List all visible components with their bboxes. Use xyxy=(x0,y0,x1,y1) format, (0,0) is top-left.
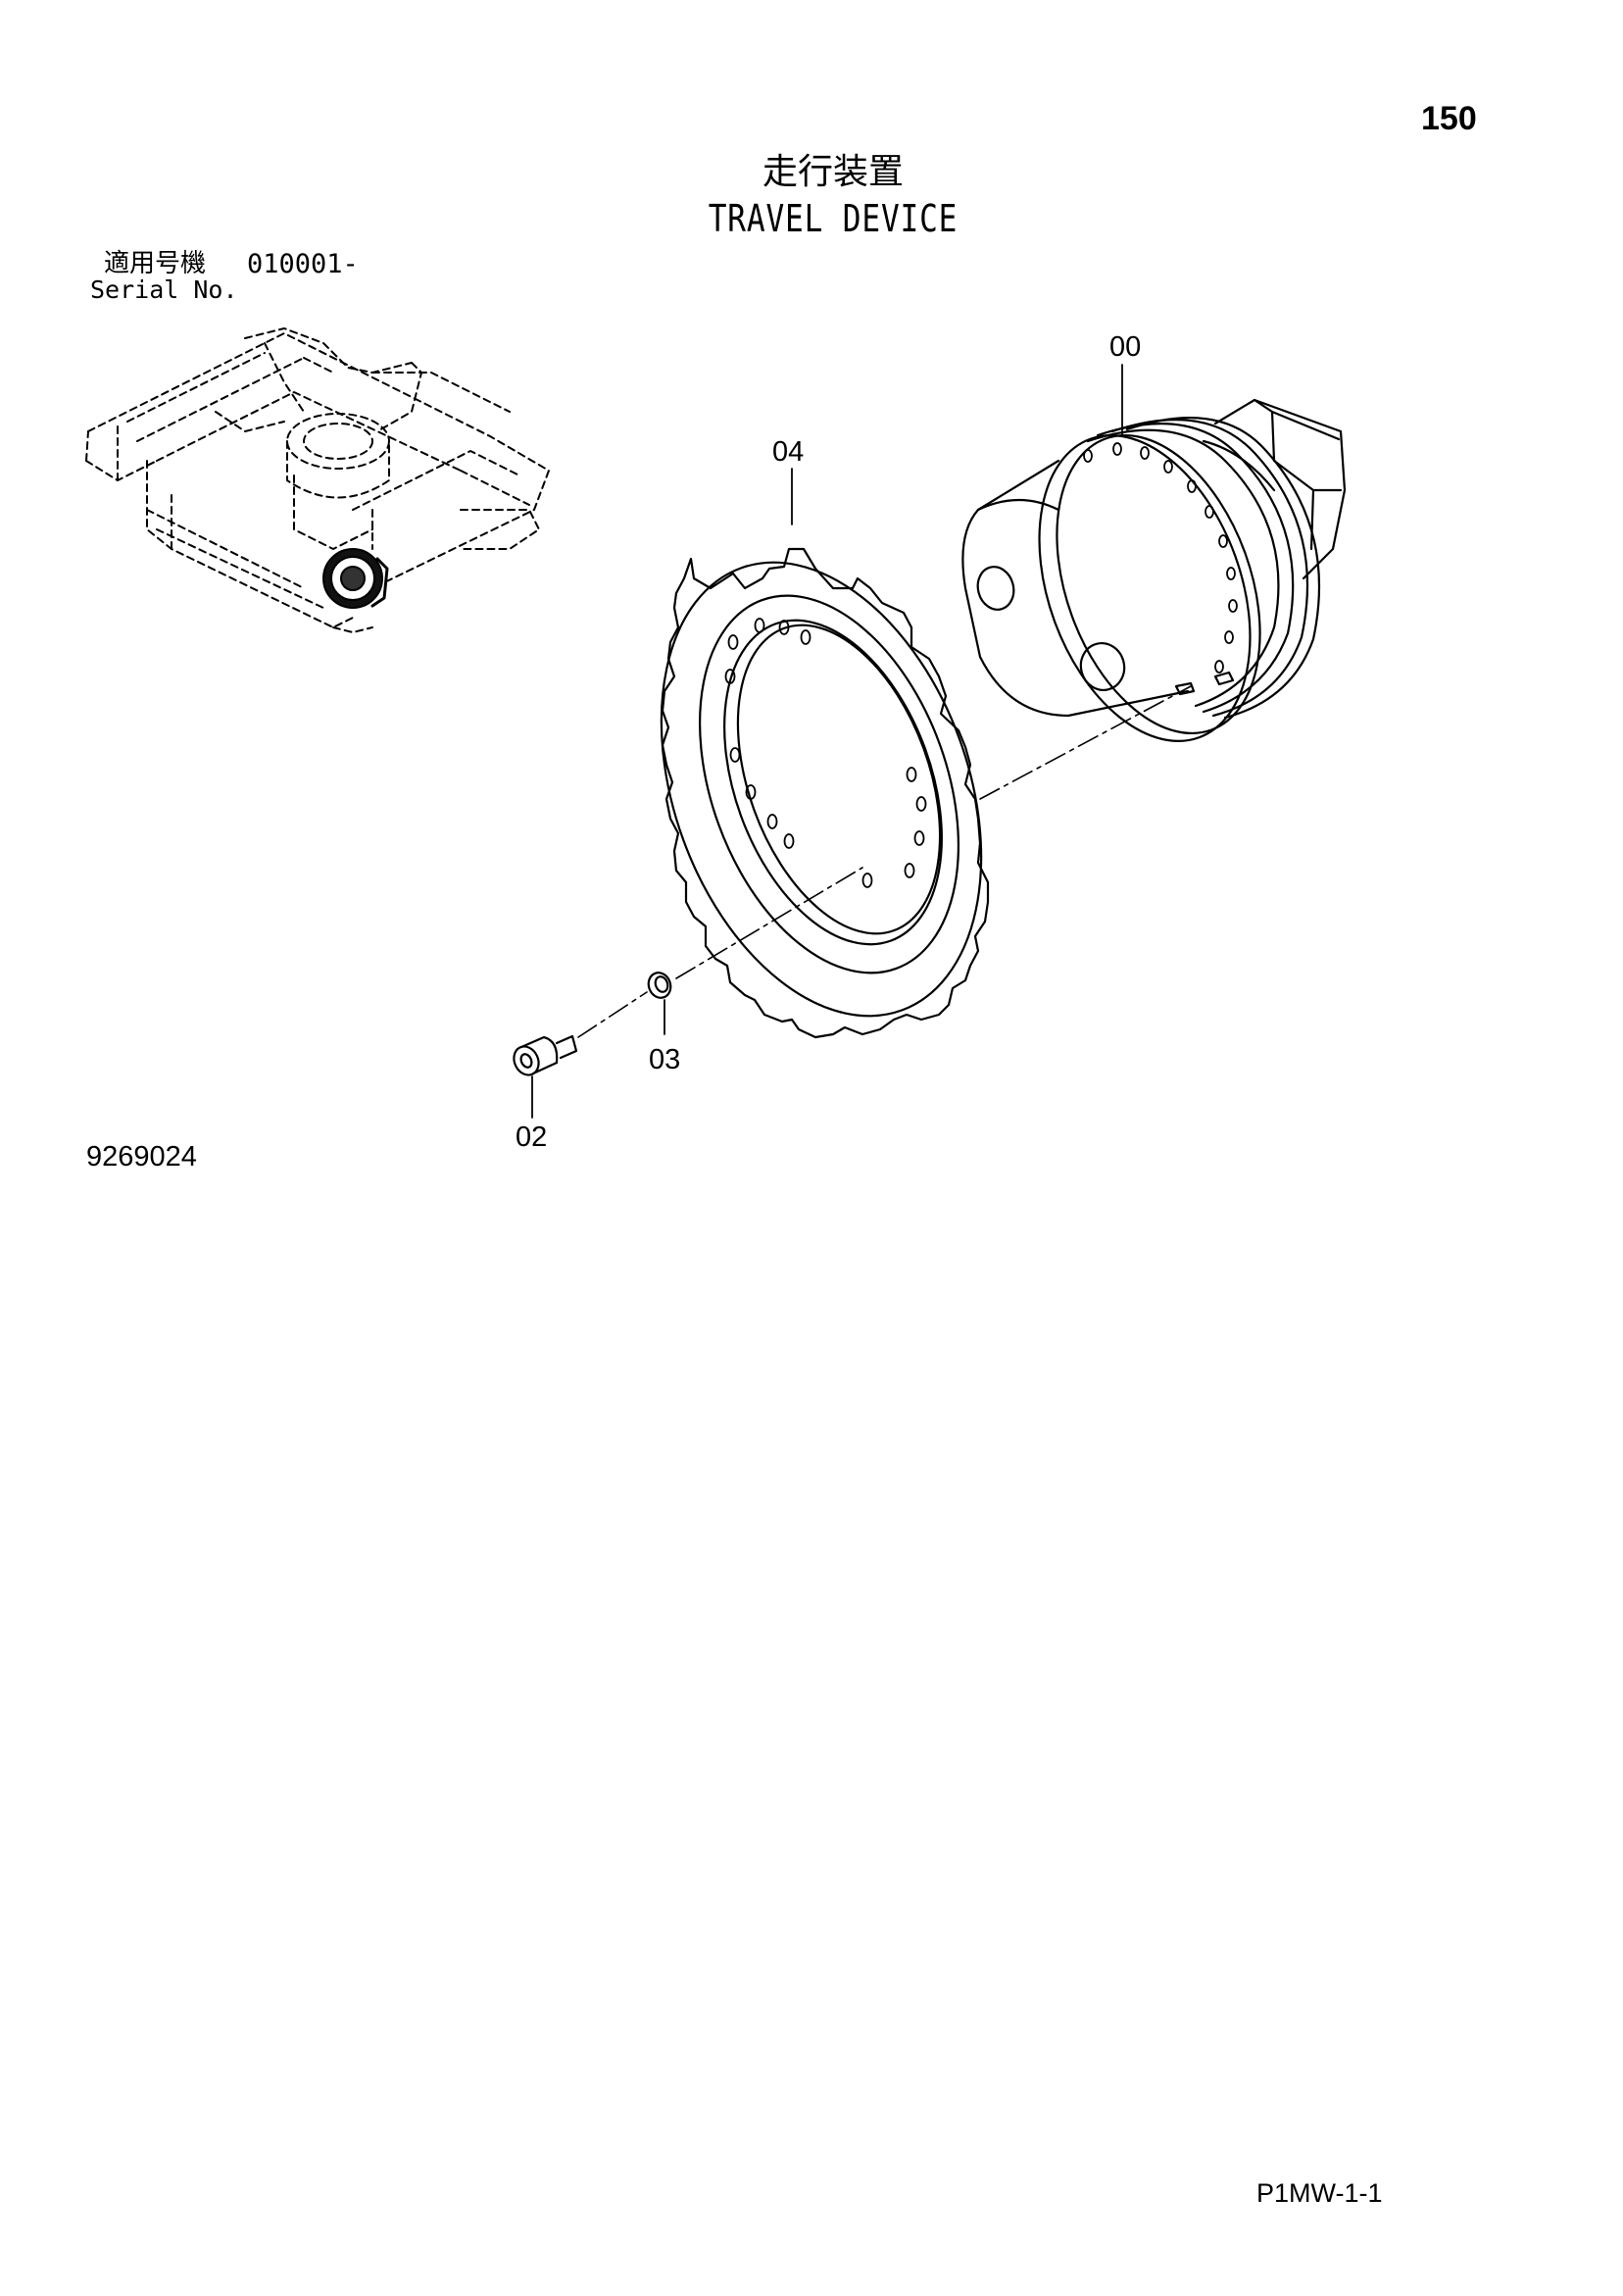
sprocket xyxy=(660,547,990,1039)
sprocket-bolt-holes xyxy=(724,618,927,888)
page-number: 150 xyxy=(1421,100,1477,137)
motor-flange-bolt-holes xyxy=(1083,442,1238,674)
leader-lines xyxy=(531,364,1123,1119)
serial-label-english: Serial No. xyxy=(90,275,238,304)
washer xyxy=(647,972,672,999)
bolt xyxy=(513,1034,578,1076)
callout-04: 04 xyxy=(772,436,805,468)
callout-02: 02 xyxy=(516,1122,548,1153)
callout-03: 03 xyxy=(649,1044,681,1075)
serial-label-japanese: 適用号機 xyxy=(104,249,207,278)
track-frame-inset xyxy=(85,327,550,633)
sprocket-teeth-outline xyxy=(661,547,990,1039)
callout-00: 00 xyxy=(1109,331,1142,363)
inset-highlighted-sprocket xyxy=(322,548,389,609)
footer-code: P1MW-1-1 xyxy=(1256,2178,1383,2208)
serial-number-value: 010001- xyxy=(247,249,359,279)
travel-motor xyxy=(961,398,1347,742)
title-english: TRAVEL DEVICE xyxy=(708,197,959,240)
title-japanese: 走行装置 xyxy=(762,152,904,192)
figure-number: 9269024 xyxy=(86,1141,197,1173)
assembly-center-lines xyxy=(577,685,1192,1038)
